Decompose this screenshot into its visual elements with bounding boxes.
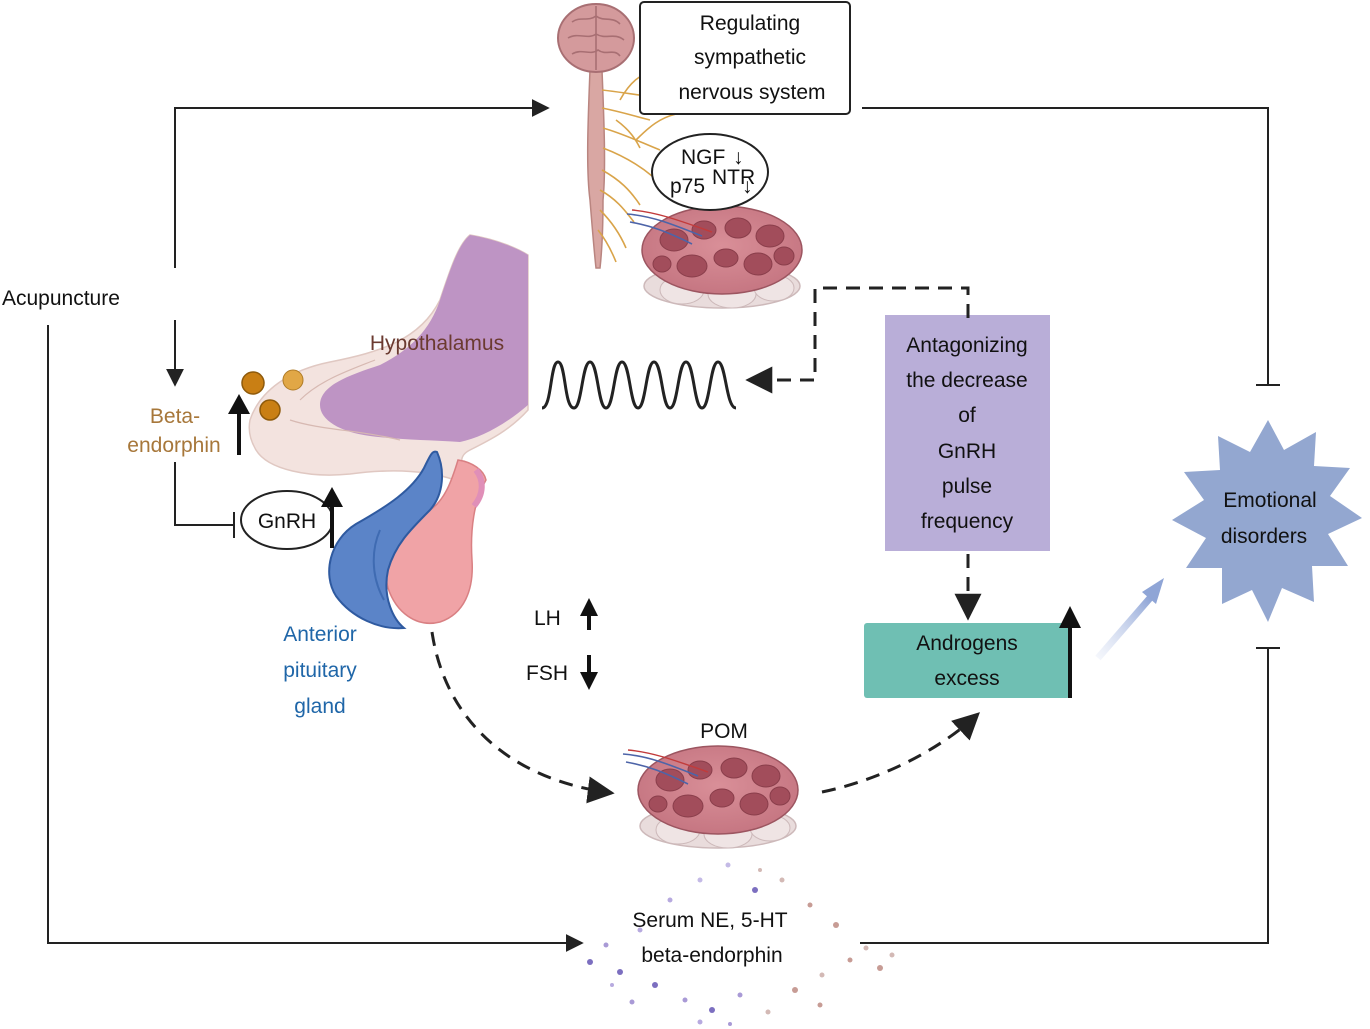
acupuncture-label: Acupuncture [2, 287, 120, 310]
brain-spine-illustration [557, 3, 677, 269]
emotional-disorders-starburst: Emotional disorders [1172, 420, 1362, 622]
pituitary-label-line-2: pituitary [283, 659, 357, 682]
gnrh-up-arrow [321, 487, 343, 548]
ntr-superscript: NTR [712, 166, 755, 189]
emotional-line-1: Emotional [1223, 489, 1316, 512]
dashed-connectors [430, 286, 982, 804]
beta-endorphin-line-2: endorphin [127, 434, 220, 457]
antagonizing-line-3: of [958, 404, 976, 427]
serum-line-1: Serum NE, 5-HT [632, 909, 787, 932]
connectors [47, 99, 1280, 952]
anterior-pituitary-illustration [328, 450, 487, 630]
regulating-line-2: sympathetic [694, 46, 806, 69]
hypothalamus-label: Hypothalamus [370, 332, 504, 355]
hypothalamus-illustration [248, 234, 529, 483]
pom-to-androgens-dashed-arrow [821, 712, 980, 794]
serum-particles [587, 862, 895, 1026]
beta-endorphin-particle [282, 369, 304, 391]
regulating-sympathetic-box: Regulating sympathetic nervous system [639, 1, 851, 115]
androgens-line-2: excess [934, 667, 999, 690]
ngf-down-arrow: ↓ [733, 146, 744, 169]
regulating-line-3: nervous system [678, 81, 825, 104]
p75-down-arrow: ↓ [742, 175, 753, 198]
ngf-p75-ellipse: NGF ↓ p75 NTR ↓ [651, 133, 769, 211]
p75-label: p75 [670, 175, 705, 198]
gnrh-pulse-wave [541, 360, 737, 410]
beta-endorphin-particle [241, 371, 265, 395]
acupuncture-to-serum-arrow [47, 325, 584, 952]
antagonizing-line-2: the decrease [906, 369, 1027, 392]
fsh-down-arrow [580, 655, 598, 690]
serum-inhibits-emotional-line [860, 648, 1269, 944]
antagonizing-line-1: Antagonizing [906, 334, 1027, 357]
pituitary-to-pom-dashed-arrow [430, 631, 615, 804]
antagonizing-line-4: GnRH [938, 440, 996, 463]
lh-label: LH [534, 607, 561, 630]
ovary-pom-illustration [622, 745, 799, 849]
regulating-inhibits-emotional-line [862, 107, 1269, 384]
androgens-line-1: Androgens [916, 632, 1018, 655]
lh-up-arrow [580, 598, 598, 630]
ngf-label: NGF [681, 146, 725, 169]
beta-endorphin-particle [259, 399, 281, 421]
ovary-top-illustration [626, 205, 803, 309]
emotional-line-2: disorders [1221, 525, 1307, 548]
beta-inhibits-gnrh-line [174, 462, 233, 526]
regulating-line-1: Regulating [700, 12, 800, 35]
antagonizing-box: Antagonizing the decrease of GnRH pulse … [885, 315, 1050, 551]
antagonizing-line-5: pulse [942, 475, 992, 498]
androgens-up-arrow [1059, 606, 1081, 698]
beta-endorphin-line-1: Beta- [150, 405, 200, 428]
gnrh-ellipse: GnRH [240, 490, 334, 550]
acupuncture-to-spine-arrow [174, 99, 550, 268]
pituitary-label-line-1: Anterior [283, 623, 357, 646]
pituitary-label-line-3: gland [294, 695, 345, 718]
serum-line-2: beta-endorphin [641, 944, 782, 967]
pom-label: POM [700, 720, 748, 743]
androgens-excess-box: Androgens excess [864, 623, 1070, 698]
antagonizing-line-6: frequency [921, 510, 1014, 533]
androgens-to-emotional-arrow [1095, 578, 1164, 661]
fsh-label: FSH [526, 662, 568, 685]
beta-endorphin-up-arrow [228, 394, 250, 455]
gnrh-label: GnRH [258, 510, 316, 533]
